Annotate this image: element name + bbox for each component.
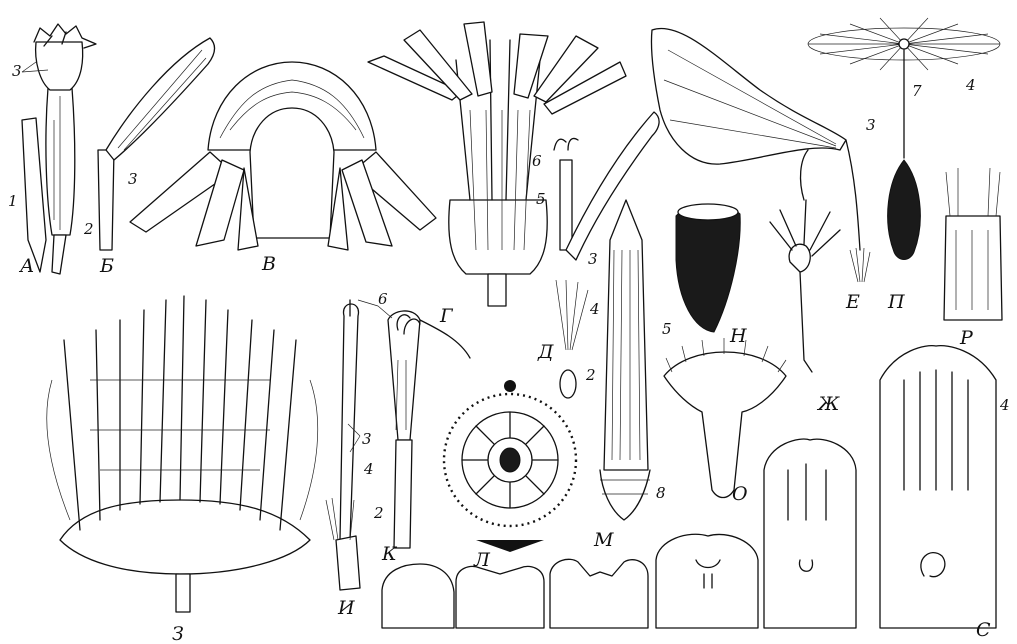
num-3-d: 3 xyxy=(588,250,598,268)
num-6-ik: 6 xyxy=(378,290,388,308)
panel-zh-floret xyxy=(770,150,840,372)
panel-m-stamen-tube xyxy=(600,200,650,520)
num-3-a: 3 xyxy=(12,62,22,80)
num-3-e: 3 xyxy=(866,116,876,134)
num-8-m: 8 xyxy=(656,484,666,502)
num-3-i: 3 xyxy=(362,430,372,448)
label-b: Б xyxy=(99,255,114,277)
label-k: К xyxy=(381,543,398,565)
label-i: И xyxy=(337,597,355,619)
num-6-d: 6 xyxy=(532,152,542,170)
label-d: Д xyxy=(537,341,554,363)
label-p: П xyxy=(887,291,905,313)
num-3-b: 3 xyxy=(128,170,138,188)
label-l: Л xyxy=(473,549,491,571)
label-s: С xyxy=(976,619,991,641)
label-m: М xyxy=(593,529,614,551)
label-v: В xyxy=(261,253,276,275)
label-z: З xyxy=(172,623,184,644)
panel-l-floral-diagram xyxy=(444,380,576,552)
panel-z-large-capitulum xyxy=(47,296,318,612)
label-g: Г xyxy=(439,305,454,327)
label-e: Е xyxy=(845,291,860,313)
num-5-m: 5 xyxy=(662,320,672,338)
num-1-a: 1 xyxy=(8,192,18,210)
num-4-d: 4 xyxy=(589,300,600,318)
num-4-p: 4 xyxy=(965,76,976,94)
num-4-i: 4 xyxy=(363,460,374,478)
num-7-p: 7 xyxy=(912,82,922,100)
num-2-d: 2 xyxy=(585,366,596,384)
panel-k-floret-stamens xyxy=(388,311,470,548)
num-5-d: 5 xyxy=(536,190,546,208)
panel-i-floret xyxy=(326,300,360,590)
label-r: Р xyxy=(959,327,974,349)
label-n: Н xyxy=(729,325,747,347)
panel-n-achene xyxy=(676,204,740,332)
num-4-s: 4 xyxy=(999,396,1010,414)
num-2-k: 2 xyxy=(373,504,384,522)
panel-r-achene-scales xyxy=(944,168,1002,320)
label-o: О xyxy=(732,483,748,505)
num-2-a: 2 xyxy=(83,220,94,238)
label-a: А xyxy=(18,255,34,277)
label-zh: Ж xyxy=(816,393,840,415)
